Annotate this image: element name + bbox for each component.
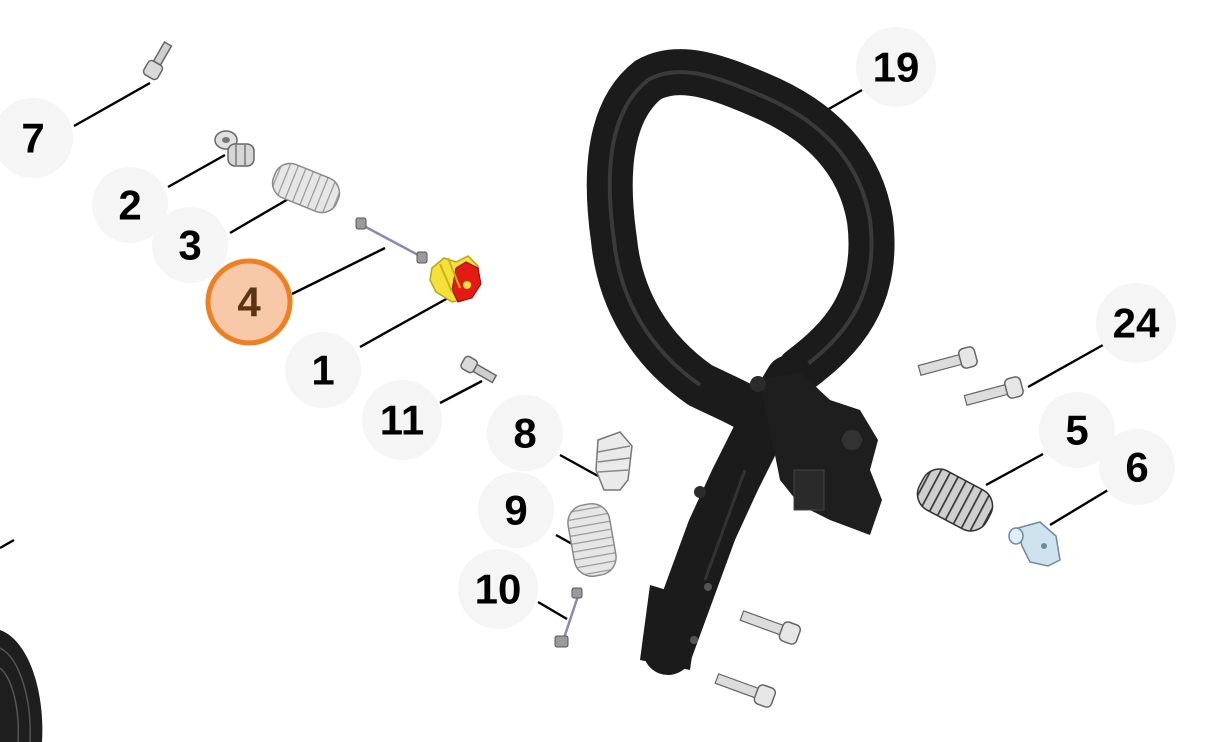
part-bolts-lower (714, 610, 802, 708)
label-2[interactable]: 2 (92, 167, 168, 243)
svg-text:19: 19 (873, 44, 920, 91)
label-9[interactable]: 9 (478, 472, 554, 548)
label-5[interactable]: 5 (1039, 392, 1115, 468)
svg-text:10: 10 (475, 566, 522, 613)
label-callouts: 7 2 3 4 1 11 8 9 (0, 27, 1176, 629)
leader-5 (985, 452, 1044, 487)
part-eyelet-2 (214, 130, 255, 167)
leader-3 (229, 196, 291, 235)
part-spring-3 (271, 162, 341, 214)
leader-24 (1027, 343, 1104, 389)
part-pin-4 (355, 217, 428, 264)
label-3[interactable]: 3 (152, 207, 228, 283)
leader-2 (167, 153, 226, 189)
part-bolts-24 (917, 346, 1024, 406)
label-8[interactable]: 8 (487, 395, 563, 471)
svg-text:11: 11 (380, 397, 424, 444)
svg-text:5: 5 (1065, 407, 1088, 454)
part-handle-19 (586, 49, 895, 675)
label-7[interactable]: 7 (0, 98, 73, 178)
svg-text:4: 4 (237, 279, 261, 326)
leader-1 (359, 296, 449, 349)
label-24[interactable]: 24 (1096, 283, 1176, 363)
leader-8 (559, 453, 599, 478)
label-6[interactable]: 6 (1099, 429, 1175, 505)
label-19[interactable]: 19 (856, 27, 936, 107)
svg-text:1: 1 (311, 347, 334, 394)
leader-6 (1049, 488, 1109, 527)
svg-text:6: 6 (1125, 444, 1148, 491)
part-spring-5 (916, 468, 994, 532)
svg-text:7: 7 (21, 115, 44, 162)
part-damper-1 (429, 255, 482, 303)
leader-10 (537, 600, 568, 621)
part-plug-8 (595, 431, 633, 491)
label-4-highlighted[interactable]: 4 (205, 258, 293, 346)
part-pin-10 (554, 587, 583, 648)
part-bracket-6 (1008, 521, 1061, 567)
part-partial-wheel (0, 630, 43, 742)
svg-text:9: 9 (504, 487, 527, 534)
label-1[interactable]: 1 (285, 332, 361, 408)
part-spring-9 (567, 503, 617, 577)
svg-text:8: 8 (513, 410, 536, 457)
svg-text:2: 2 (118, 182, 141, 229)
label-10[interactable]: 10 (458, 549, 538, 629)
part-screw-7 (142, 40, 173, 81)
leader-lines (0, 81, 1109, 621)
leader-4 (291, 246, 386, 296)
leader-edge (0, 538, 15, 550)
leader-11 (439, 379, 483, 405)
svg-text:24: 24 (1113, 300, 1160, 347)
leader-7 (73, 81, 151, 128)
label-11[interactable]: 11 (362, 380, 442, 460)
svg-text:3: 3 (178, 222, 201, 269)
part-screw-11 (460, 355, 498, 384)
